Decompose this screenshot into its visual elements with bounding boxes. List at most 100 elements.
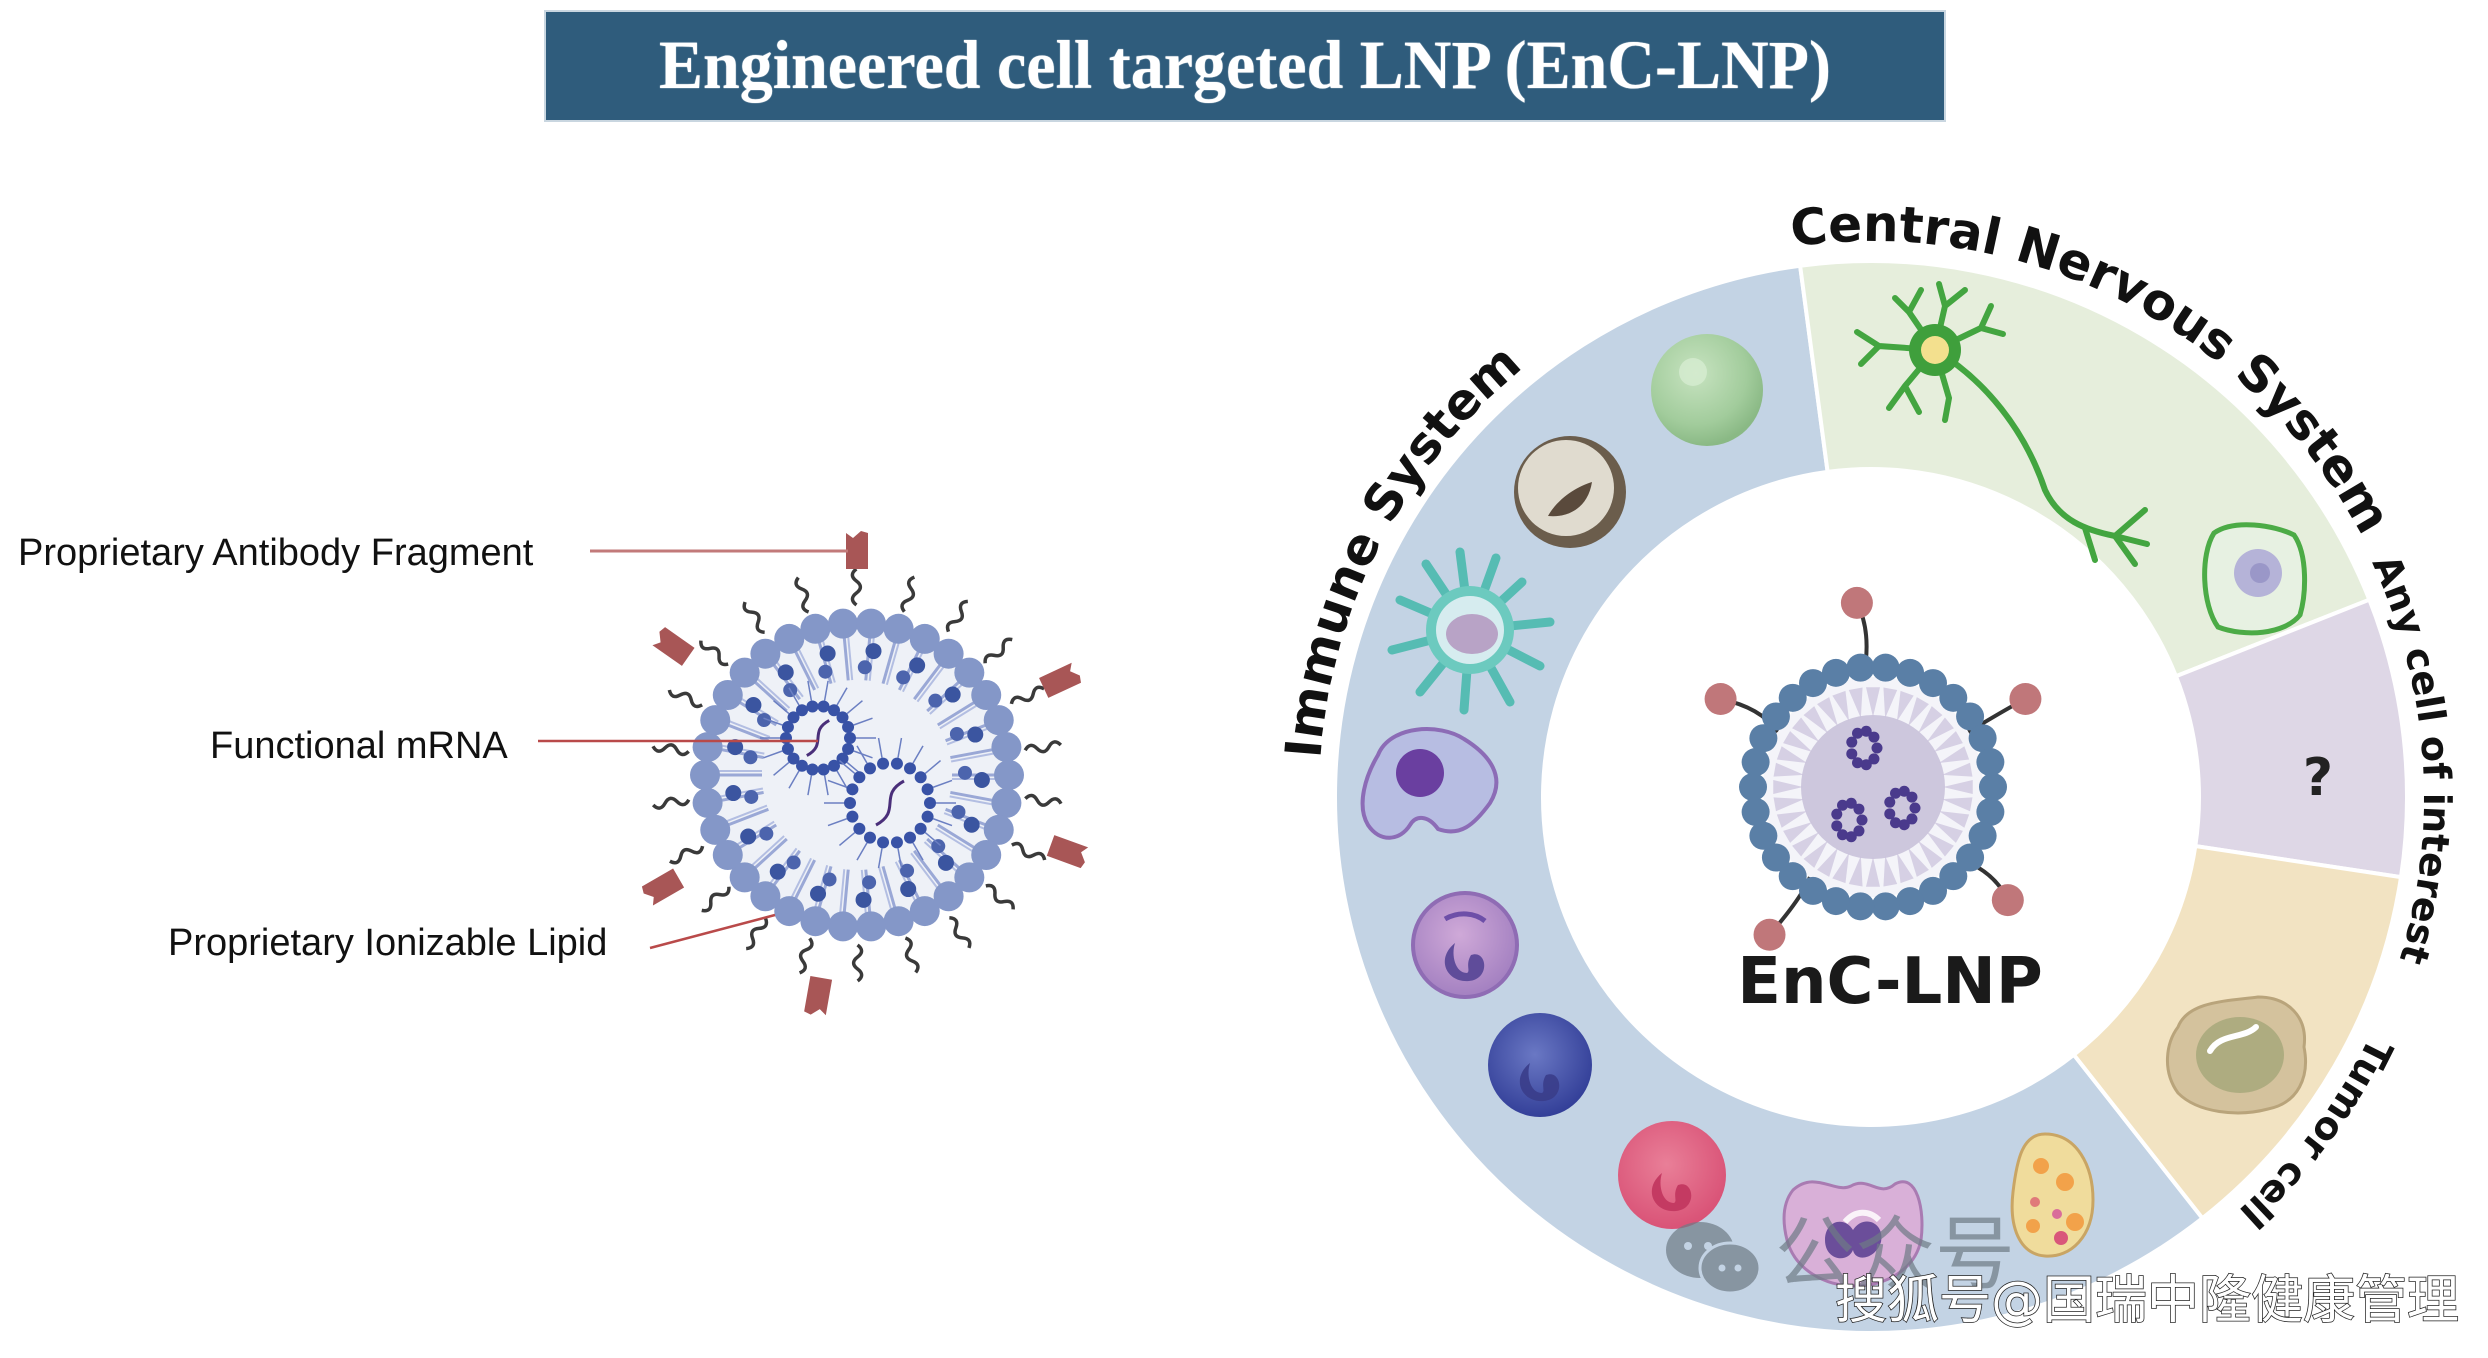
ionizable-lipid	[759, 826, 774, 841]
lipid-head	[1956, 702, 1985, 731]
lipid-head	[954, 657, 985, 688]
lipid-tail	[1896, 690, 1914, 722]
lipid-tail	[1941, 762, 1973, 777]
rna-bead	[1837, 799, 1848, 811]
rna-bead	[1845, 831, 1857, 843]
peg-wave	[850, 567, 863, 607]
rna-bead	[1860, 759, 1872, 771]
rna-bead	[1898, 819, 1910, 831]
lipid-head	[712, 679, 743, 710]
lipid-head	[1749, 821, 1778, 850]
lipid-head	[909, 896, 940, 927]
lnp-structure-diagram	[641, 531, 1089, 1016]
micelle-head	[890, 757, 903, 770]
lipid-head	[1799, 876, 1827, 905]
micelle-tail	[924, 831, 942, 846]
rna-bead	[1853, 803, 1865, 815]
basophil-icon	[1488, 1013, 1592, 1117]
peg-wave	[701, 886, 731, 913]
micelle-tail	[836, 770, 848, 789]
lipid-head	[1821, 887, 1850, 916]
lipid-head	[1979, 773, 2007, 801]
lipid-tail	[1848, 855, 1863, 887]
lipid-head	[856, 911, 887, 942]
lipid-head	[991, 732, 1022, 763]
micelle-head	[904, 762, 916, 775]
lipid-tail	[1896, 852, 1914, 884]
ionizable-lipid	[967, 726, 984, 743]
ionizable-lipid	[900, 881, 917, 898]
lipid-head	[1896, 658, 1925, 687]
ionizable-lipid	[777, 664, 794, 681]
lipid-tail	[1933, 822, 1963, 843]
rna-bead	[1868, 753, 1880, 765]
ionizable-lipid	[810, 885, 827, 902]
lipid-tail	[1926, 717, 1954, 743]
peg-wave	[851, 943, 864, 983]
micelle-head	[787, 711, 800, 724]
antibody-fragments	[641, 531, 1089, 1016]
ionizable-lipid	[786, 855, 801, 870]
rna-bead	[1852, 727, 1863, 739]
lipid-head	[1968, 821, 1997, 850]
neuron-icon	[1854, 281, 2150, 567]
monocyte-icon	[1514, 436, 1626, 548]
lipid-head	[883, 613, 914, 644]
peg-wave	[1009, 685, 1045, 705]
lipid-head	[750, 638, 781, 669]
micelle-tail	[853, 717, 873, 726]
micelle-head	[817, 763, 830, 776]
antibody-fragment	[804, 975, 833, 1016]
lipid-head	[827, 608, 858, 639]
lipid-head	[800, 613, 831, 644]
ionizable-lipid	[900, 863, 915, 878]
lipid-head	[991, 787, 1022, 818]
micelle-head	[877, 836, 890, 849]
ionizable-lipid	[937, 854, 954, 871]
peg-chain	[1011, 841, 1047, 861]
ionizable-lipid	[822, 872, 837, 887]
lipid-tail	[1917, 840, 1943, 868]
rna-bead	[1871, 742, 1883, 754]
micelle-head	[828, 704, 840, 717]
rna-bead	[1860, 725, 1872, 737]
lipid-head	[729, 862, 760, 893]
ionizable-lipid	[973, 771, 990, 788]
ligand-head	[1753, 918, 1786, 951]
micelle-head	[890, 836, 903, 849]
rna-bead	[1906, 791, 1918, 803]
lipid-head	[909, 623, 940, 654]
micelle-head	[921, 783, 934, 796]
micelle-tail	[788, 770, 800, 789]
neutrophil-icon	[1411, 891, 1519, 999]
micelle-tail	[788, 687, 800, 706]
ionizable-lipid	[757, 712, 772, 727]
peg-wave	[985, 883, 1015, 910]
watermark-sohu-text: 搜狐号@国瑞中隆健康管理	[1835, 1271, 2459, 1331]
lipid-head	[1741, 748, 1770, 777]
peg-chain	[1009, 685, 1045, 705]
lipid-head	[1896, 887, 1925, 916]
lipid-tail	[1773, 762, 1805, 777]
lipid-tail	[1943, 780, 1973, 794]
rna-bead	[1852, 757, 1863, 769]
antibody-shape	[1039, 662, 1081, 698]
rna-cargo	[1831, 725, 1921, 843]
lipid-tail	[1832, 852, 1850, 884]
rna-bead	[1846, 736, 1858, 748]
lipid-head	[1846, 653, 1875, 682]
lipid-head	[690, 760, 720, 790]
micelle-tail	[856, 745, 868, 764]
rna-bead	[1909, 802, 1921, 814]
peg-chain	[794, 576, 810, 614]
micelle-tail	[807, 680, 813, 701]
micelle-head	[796, 759, 808, 772]
ionizable-lipid	[857, 660, 872, 675]
lipid-head	[729, 657, 760, 688]
lipid-head	[1741, 797, 1770, 826]
lipid-head	[954, 862, 985, 893]
mrna-strand	[875, 779, 905, 827]
micelle-tail	[932, 818, 953, 827]
ionizable-lipid	[957, 765, 972, 780]
rna-bead	[1845, 797, 1857, 809]
